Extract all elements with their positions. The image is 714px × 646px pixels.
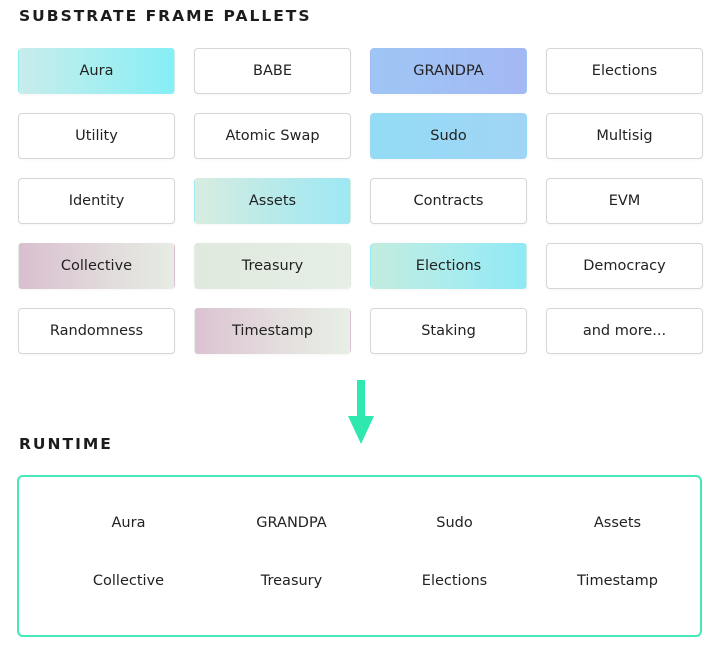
pallet-box: Multisig <box>546 113 703 159</box>
pallet-box: Sudo <box>370 113 527 159</box>
runtime-item: Aura <box>111 515 146 531</box>
pallet-box: Contracts <box>370 178 527 224</box>
arrow-head <box>348 416 374 444</box>
pallet-box: Elections <box>546 48 703 94</box>
runtime-item: Elections <box>421 573 488 589</box>
runtime-item: GRANDPA <box>256 515 327 531</box>
pallet-box: Identity <box>18 178 175 224</box>
pallet-box: and more... <box>546 308 703 354</box>
pallet-box: EVM <box>546 178 703 224</box>
pallet-box: GRANDPA <box>370 48 527 94</box>
pallet-box: Democracy <box>546 243 703 289</box>
runtime-item: Collective <box>92 573 165 589</box>
pallet-box: Aura <box>18 48 175 94</box>
pallet-box: Elections <box>370 243 527 289</box>
runtime-box: Aura GRANDPA Sudo Assets Collective Trea… <box>17 475 702 637</box>
runtime-item: Timestamp <box>577 573 658 589</box>
runtime-item: Sudo <box>436 515 473 531</box>
pallet-box: Utility <box>18 113 175 159</box>
pallet-box: Randomness <box>18 308 175 354</box>
pallet-grid: Aura BABE GRANDPA Elections Utility Atom… <box>18 48 703 354</box>
pallets-section-title: SUBSTRATE FRAME PALLETS <box>19 7 312 25</box>
pallet-box: Assets <box>194 178 351 224</box>
pallet-box: Collective <box>18 243 175 289</box>
pallet-box: Atomic Swap <box>194 113 351 159</box>
runtime-grid: Aura GRANDPA Sudo Assets Collective Trea… <box>47 515 699 631</box>
runtime-section-title: RUNTIME <box>19 435 113 453</box>
pallet-box: Treasury <box>194 243 351 289</box>
runtime-item: Treasury <box>260 573 323 589</box>
pallet-box: Timestamp <box>194 308 351 354</box>
arrow-shaft <box>357 380 365 420</box>
pallet-box: BABE <box>194 48 351 94</box>
pallet-box: Staking <box>370 308 527 354</box>
runtime-item: Assets <box>593 515 642 531</box>
down-arrow-icon <box>348 380 374 444</box>
